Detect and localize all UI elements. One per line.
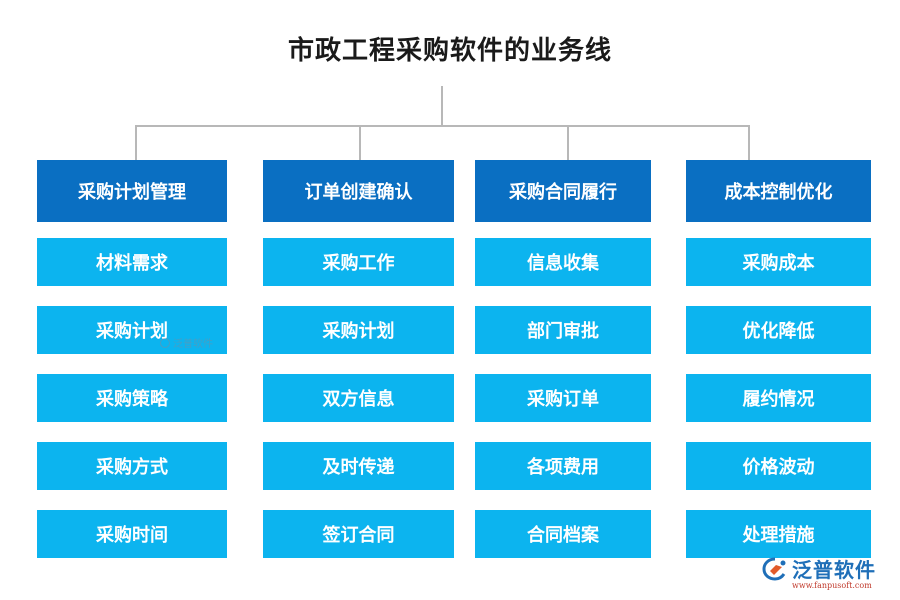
list-item: 采购计划 bbox=[37, 306, 227, 354]
list-item: 材料需求 bbox=[37, 238, 227, 286]
logo-url: www.fanpusoft.com bbox=[792, 581, 872, 590]
column-header: 成本控制优化 bbox=[686, 160, 871, 222]
list-item: 优化降低 bbox=[686, 306, 871, 354]
list-item: 各项费用 bbox=[475, 442, 651, 490]
list-item: 采购计划 bbox=[263, 306, 454, 354]
list-item: 采购时间 bbox=[37, 510, 227, 558]
brand-logo: 泛普软件 www.fanpusoft.com bbox=[762, 554, 892, 594]
list-item: 采购订单 bbox=[475, 374, 651, 422]
logo-name: 泛普软件 bbox=[792, 558, 876, 582]
list-item: 双方信息 bbox=[263, 374, 454, 422]
list-item: 采购工作 bbox=[263, 238, 454, 286]
column-header: 采购计划管理 bbox=[37, 160, 227, 222]
list-item: 履约情况 bbox=[686, 374, 871, 422]
list-item: 价格波动 bbox=[686, 442, 871, 490]
list-item: 签订合同 bbox=[263, 510, 454, 558]
list-item: 采购策略 bbox=[37, 374, 227, 422]
list-item: 及时传递 bbox=[263, 442, 454, 490]
column-header: 订单创建确认 bbox=[263, 160, 454, 222]
watermark: 泛普软件 bbox=[160, 335, 213, 350]
diagram-title: 市政工程采购软件的业务线 bbox=[287, 36, 612, 66]
list-item: 合同档案 bbox=[475, 510, 651, 558]
list-item: 采购成本 bbox=[686, 238, 871, 286]
fanpu-logo-icon bbox=[762, 557, 786, 581]
list-item: 信息收集 bbox=[475, 238, 651, 286]
column-header: 采购合同履行 bbox=[475, 160, 651, 222]
list-item: 部门审批 bbox=[475, 306, 651, 354]
watermark-text: 泛普软件 bbox=[173, 339, 213, 350]
watermark-icon bbox=[160, 337, 170, 348]
list-item: 采购方式 bbox=[37, 442, 227, 490]
list-item: 处理措施 bbox=[686, 510, 871, 558]
